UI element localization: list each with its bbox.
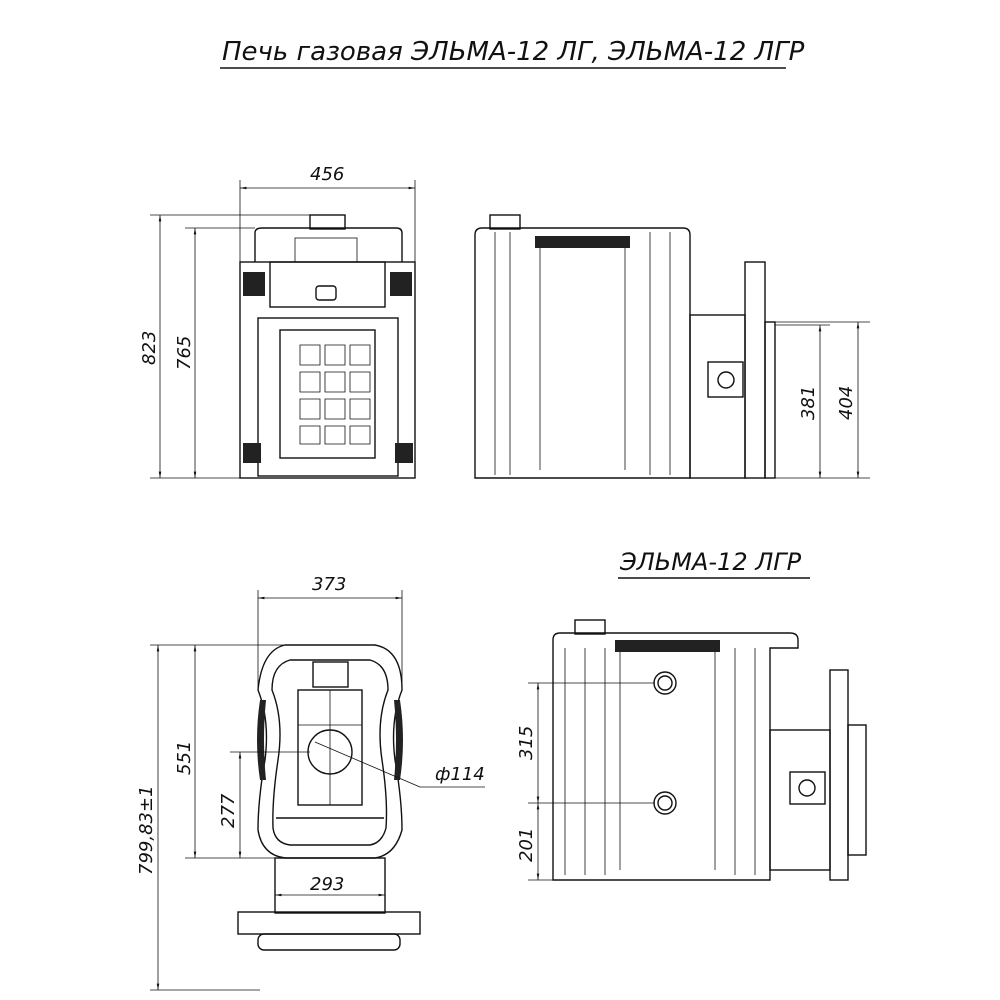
dim-551: 551 <box>174 741 195 775</box>
dim-width-456: 456 <box>310 164 344 185</box>
dim-799-83: 799,83±1 <box>136 785 157 875</box>
side-view: 381 404 <box>474 214 870 479</box>
dim-201: 201 <box>516 828 537 862</box>
subtitle-lgr: ЭЛЬМА-12 ЛГР <box>619 548 802 576</box>
dim-diameter-114: ф114 <box>435 764 485 785</box>
dim-277: 277 <box>218 793 239 828</box>
dim-height-765: 765 <box>174 336 195 370</box>
drawing-title: Печь газовая ЭЛЬМА-12 ЛГ, ЭЛЬМА-12 ЛГР <box>222 37 805 67</box>
dim-404: 404 <box>836 386 857 420</box>
front-view: 456 823 765 <box>139 164 416 479</box>
side-view-lgr: ЭЛЬМА-12 ЛГР 315 201 <box>516 548 867 881</box>
dim-315: 315 <box>516 726 537 760</box>
dim-293: 293 <box>310 874 344 895</box>
dim-height-823: 823 <box>139 331 160 365</box>
top-view: 373 799,83±1 551 277 293 ф114 <box>136 574 485 991</box>
dim-width-373: 373 <box>312 574 346 595</box>
dim-381: 381 <box>798 386 819 420</box>
